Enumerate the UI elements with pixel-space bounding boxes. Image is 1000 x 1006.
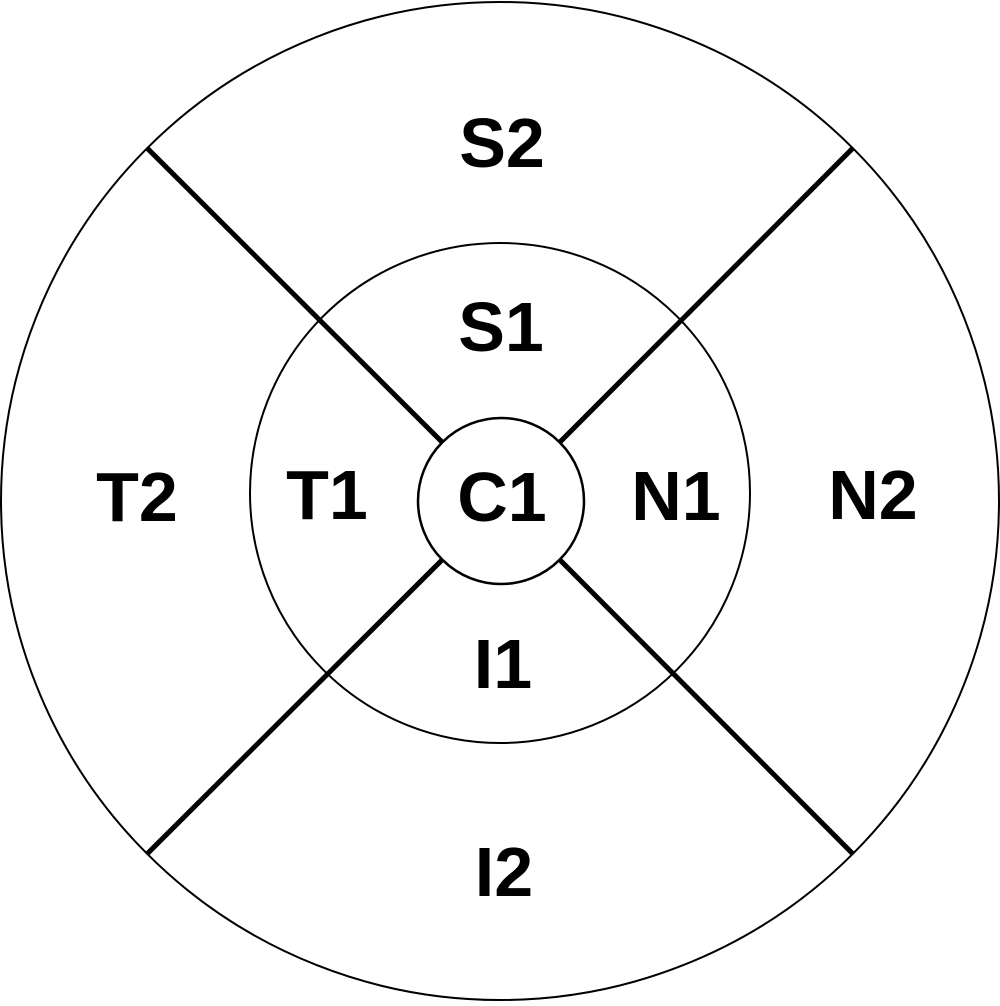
- center-label: C1: [457, 458, 547, 536]
- outer-ring-label-top: S2: [459, 104, 545, 182]
- center-circle: [416, 416, 586, 586]
- outer-ring-label-bottom: I2: [474, 833, 534, 911]
- divider-line-southwest: [145, 557, 445, 856]
- outer-ring-label-right: N2: [828, 456, 918, 534]
- divider-line-northwest: [145, 146, 445, 445]
- inner-ring-label-top: S1: [458, 288, 544, 366]
- inner-ring-label-right: N1: [631, 457, 721, 535]
- divider-line-southeast: [557, 557, 855, 856]
- inner-ring-label-left: T1: [286, 456, 368, 534]
- divider-line-northeast: [557, 146, 855, 445]
- middle-circle: [249, 242, 751, 744]
- inner-ring-label-bottom: I1: [473, 625, 533, 703]
- outer-ring-label-left: T2: [96, 458, 178, 536]
